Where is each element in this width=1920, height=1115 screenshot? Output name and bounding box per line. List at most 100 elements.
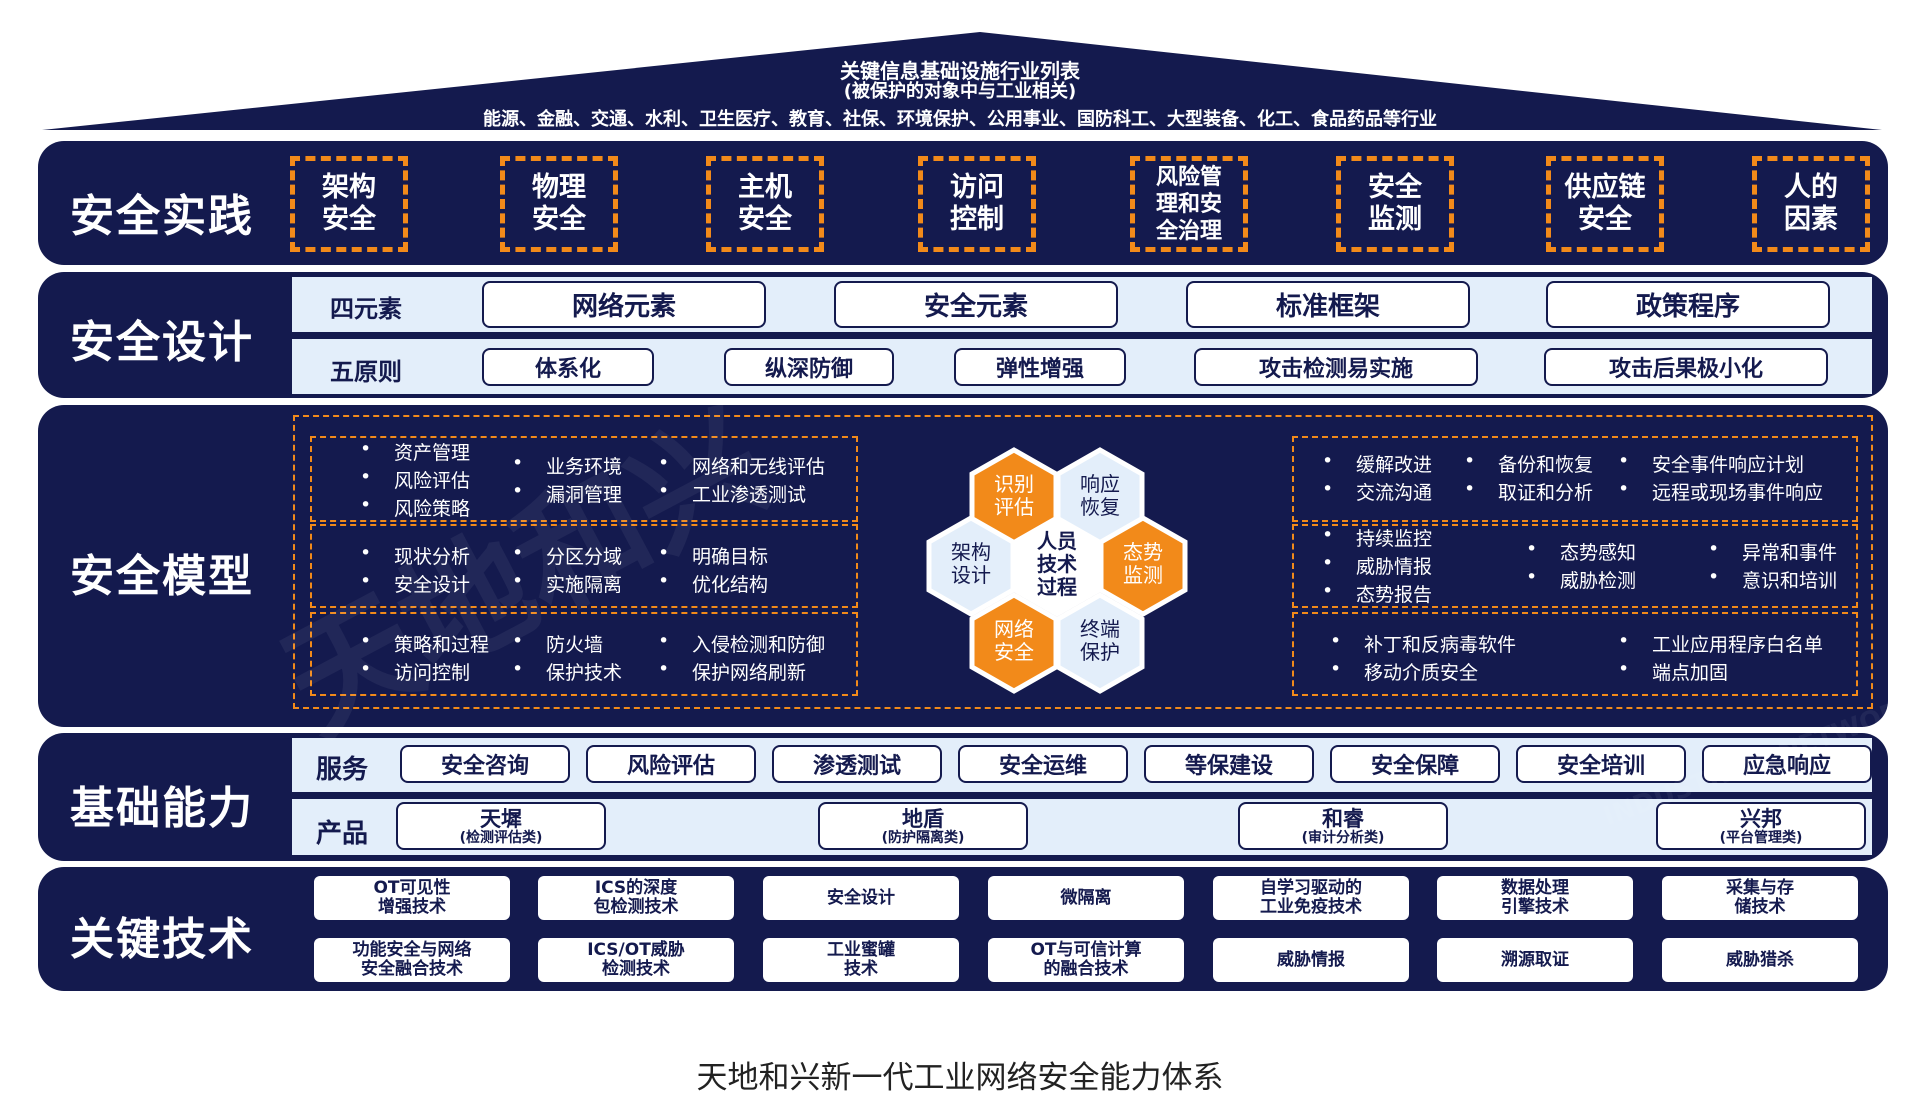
tech-row2-3: OT与可信计算 的融合技术 — [988, 938, 1184, 982]
tech-row2-2: 工业蜜罐 技术 — [763, 938, 959, 982]
hex-monitor — [1098, 515, 1188, 617]
service-5: 安全保障 — [1330, 745, 1500, 783]
right-model-item-0-0-1: 交流沟通 — [1322, 478, 1432, 505]
model-left-panel-3 — [310, 612, 858, 696]
design-element-2: 标准框架 — [1186, 281, 1470, 328]
design-element-3: 政策程序 — [1546, 281, 1830, 328]
hex-respond-label: 响应 恢复 — [1080, 472, 1120, 519]
tech-row1-1: ICS的深度 包检测技术 — [538, 876, 734, 920]
left-model-item-1-2-0: 明确目标 — [658, 542, 768, 569]
design-principle-2: 弹性增强 — [954, 348, 1126, 386]
label-model: 安全模型 — [70, 551, 254, 602]
practice-box-5: 安全 监测 — [1336, 156, 1454, 252]
roof-industries: 能源、金融、交通、水利、卫生医疗、教育、社保、环境保护、公用事业、国防科工、大型… — [483, 109, 1437, 130]
left-model-item-1-1-1: 实施隔离 — [512, 570, 622, 597]
right-model-item-1-2-1: 意识和培训 — [1708, 566, 1837, 593]
left-model-item-1-1-0: 分区分域 — [512, 542, 622, 569]
hex-endpoint-label: 终端 保护 — [1080, 617, 1120, 664]
tech-row2-0: 功能安全与网络 安全融合技术 — [314, 938, 510, 982]
product-category-0: (检测评估类) — [459, 830, 543, 846]
left-model-item-2-2-0: 入侵检测和防御 — [658, 630, 825, 657]
tech-row2-4: 威胁情报 — [1213, 938, 1409, 982]
tech-row1-4: 自学习驱动的 工业免疫技术 — [1213, 876, 1409, 920]
model-right-panel-1 — [1292, 436, 1858, 522]
design-principle-3: 攻击检测易实施 — [1194, 348, 1478, 386]
service-1: 风险评估 — [586, 745, 756, 783]
right-model-item-1-0-1: 威胁情报 — [1322, 552, 1432, 579]
left-model-item-0-0-1: 风险评估 — [360, 466, 470, 493]
label-design: 安全设计 — [70, 317, 254, 368]
left-model-item-2-2-1: 保护网络刷新 — [658, 658, 806, 685]
design-principle-1: 纵深防御 — [724, 348, 894, 386]
practice-box-4: 风险管 理和安 全治理 — [1130, 156, 1248, 252]
left-model-item-0-0-0: 资产管理 — [360, 438, 470, 465]
practice-box-0: 架构 安全 — [290, 156, 408, 252]
product-name-1: 地盾 — [902, 807, 944, 831]
right-model-item-2-0-1: 移动介质安全 — [1330, 658, 1478, 685]
tech-row1-2: 安全设计 — [763, 876, 959, 920]
right-model-item-2-0-0: 补丁和反病毒软件 — [1330, 630, 1516, 657]
practice-box-7: 人的 因素 — [1752, 156, 1870, 252]
right-model-item-0-2-0: 安全事件响应计划 — [1618, 450, 1804, 477]
tech-row2-1: ICS/OT威胁 检测技术 — [538, 938, 734, 982]
product-name-0: 天墀 — [480, 807, 522, 831]
product-category-2: (审计分析类) — [1301, 830, 1385, 846]
product-2: 和睿(审计分析类) — [1238, 802, 1448, 850]
service-0: 安全咨询 — [400, 745, 570, 783]
left-model-item-2-1-1: 保护技术 — [512, 658, 622, 685]
left-model-item-1-0-1: 安全设计 — [360, 570, 470, 597]
tech-row1-6: 采集与存 储技术 — [1662, 876, 1858, 920]
left-model-item-0-1-1: 漏洞管理 — [512, 480, 622, 507]
left-model-item-2-0-0: 策略和过程 — [360, 630, 489, 657]
left-model-item-0-1-0: 业务环境 — [512, 452, 622, 479]
label-foundation: 基础能力 — [70, 783, 254, 834]
roof-title: 关键信息基础设施行业列表 — [840, 59, 1080, 83]
practice-box-3: 访问 控制 — [918, 156, 1036, 252]
design-row2-label: 五原则 — [330, 358, 402, 386]
product-name-3: 兴邦 — [1740, 807, 1782, 831]
hex-identify-label: 识别 评估 — [994, 472, 1034, 519]
right-model-item-1-0-0: 持续监控 — [1322, 524, 1432, 551]
model-right-panel-2 — [1292, 524, 1858, 608]
left-model-item-1-2-1: 优化结构 — [658, 570, 768, 597]
service-4: 等保建设 — [1144, 745, 1314, 783]
right-model-item-1-1-1: 威胁检测 — [1526, 566, 1636, 593]
design-element-0: 网络元素 — [482, 281, 766, 328]
left-model-item-2-1-0: 防火墙 — [512, 630, 603, 657]
diagram-caption: 天地和兴新一代工业网络安全能力体系 — [696, 1060, 1224, 1096]
product-1: 地盾(防护隔离类) — [818, 802, 1028, 850]
practice-box-2: 主机 安全 — [706, 156, 824, 252]
right-model-item-1-0-2: 态势报告 — [1322, 580, 1432, 607]
band-practice — [38, 141, 1888, 265]
practice-box-6: 供应链 安全 — [1546, 156, 1664, 252]
product-name-2: 和睿 — [1322, 807, 1364, 831]
left-model-item-1-0-0: 现状分析 — [360, 542, 470, 569]
right-model-item-1-2-0: 异常和事件 — [1708, 538, 1837, 565]
product-category-1: (防护隔离类) — [881, 830, 965, 846]
design-principle-0: 体系化 — [482, 348, 654, 386]
left-model-item-0-0-2: 风险策略 — [360, 494, 470, 521]
model-left-panel-2 — [310, 524, 858, 608]
right-model-item-0-2-1: 远程或现场事件响应 — [1618, 478, 1823, 505]
practice-box-1: 物理 安全 — [500, 156, 618, 252]
service-3: 安全运维 — [958, 745, 1128, 783]
tech-row1-5: 数据处理 引擎技术 — [1437, 876, 1633, 920]
hex-center-label: 人员 技术 过程 — [1037, 529, 1077, 599]
service-6: 安全培训 — [1516, 745, 1686, 783]
label-practice: 安全实践 — [70, 191, 254, 242]
hex-arch-label: 架构 设计 — [951, 540, 991, 587]
left-model-item-0-2-1: 工业渗透测试 — [658, 480, 806, 507]
product-category-3: (平台管理类) — [1719, 830, 1803, 846]
product-0: 天墀(检测评估类) — [396, 802, 606, 850]
right-model-item-0-0-0: 缓解改进 — [1322, 450, 1432, 477]
hex-endpoint — [1055, 592, 1145, 694]
right-model-item-2-1-1: 端点加固 — [1618, 658, 1728, 685]
right-model-item-0-1-0: 备份和恢复 — [1464, 450, 1593, 477]
design-element-1: 安全元素 — [834, 281, 1118, 328]
right-model-item-2-1-0: 工业应用程序白名单 — [1618, 630, 1823, 657]
model-left-panel-1 — [310, 436, 858, 522]
design-row1-label: 四元素 — [330, 295, 402, 323]
hex-network-label: 网络 安全 — [994, 617, 1034, 664]
left-model-item-0-2-0: 网络和无线评估 — [658, 452, 825, 479]
right-model-item-1-1-0: 态势感知 — [1526, 538, 1636, 565]
